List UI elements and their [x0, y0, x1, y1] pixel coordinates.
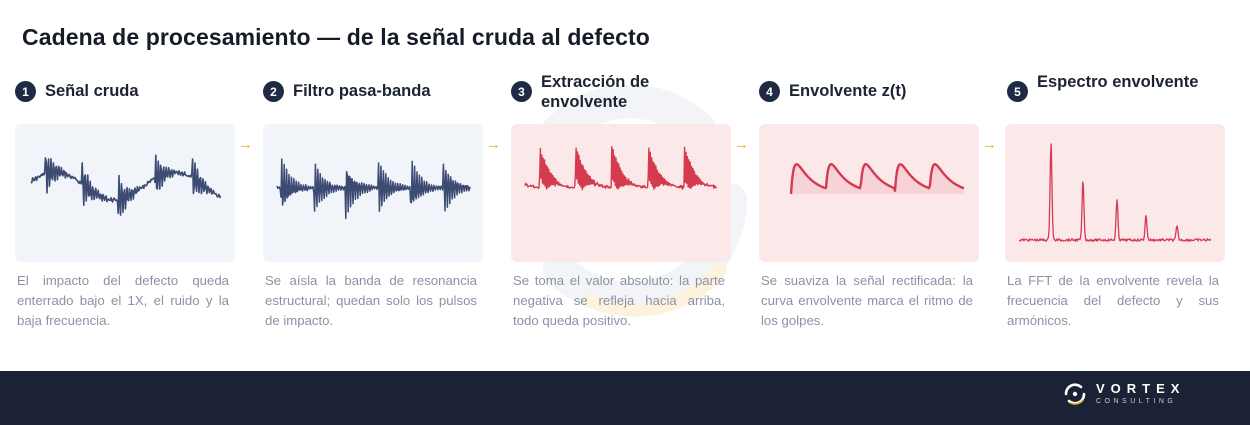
step-description: El impacto del defecto queda enterrado b…: [17, 273, 229, 328]
envelope-spectrum-panel: [1005, 124, 1225, 262]
bandpass-waveform: [276, 158, 471, 220]
step-number-badge: 2: [263, 81, 284, 102]
step-description: La FFT de la envolvente revela la frecue…: [1007, 273, 1219, 328]
flow-arrow: →: [486, 136, 501, 153]
step-2: 2 Filtro pasa-banda: [263, 72, 483, 122]
rectified-panel: [511, 124, 731, 262]
step-description: Se toma el valor absoluto: la parte nega…: [513, 273, 725, 328]
step-number-badge: 1: [15, 81, 36, 102]
raw-signal-panel: [15, 124, 235, 262]
envelope-curve: [789, 163, 965, 195]
step-1: 1 Señal cruda: [15, 72, 235, 122]
step-5: 5 Espectro envolvente: [1007, 72, 1227, 122]
footer-bar: VORTEX CONSULTING: [0, 371, 1250, 425]
step-title: Filtro pasa-banda: [293, 82, 431, 100]
brand-logo: VORTEX CONSULTING: [1062, 381, 1185, 407]
envelope-panel: [759, 124, 979, 262]
bandpass-panel: [263, 124, 483, 262]
brand-tagline: CONSULTING: [1096, 398, 1177, 405]
flow-arrow: →: [734, 136, 749, 153]
step-number-badge: 4: [759, 81, 780, 102]
step-description: Se aísla la banda de resonancia estructu…: [265, 273, 477, 328]
step-3: 3 Extracción de envolvente: [511, 72, 731, 122]
flow-arrow: →: [982, 136, 997, 153]
vortex-logo-icon: [1064, 383, 1086, 405]
step-title: Envolvente z(t): [789, 82, 907, 100]
step-title: Señal cruda: [45, 82, 139, 100]
rectified-waveform: [524, 146, 718, 191]
step-title: Extracción de envolvente: [541, 73, 650, 111]
raw-signal-waveform: [30, 154, 222, 216]
flow-arrow: →: [238, 136, 253, 153]
step-description: Se suaviza la señal rectificada: la curv…: [761, 273, 973, 328]
step-4: 4 Envolvente z(t): [759, 72, 979, 122]
step-number-badge: 5: [1007, 81, 1028, 102]
step-title: Espectro envolvente: [1037, 73, 1199, 91]
page-title: Cadena de procesamiento — de la señal cr…: [22, 24, 650, 50]
step-number-badge: 3: [511, 81, 532, 102]
envelope-spectrum: [1018, 143, 1212, 242]
brand-name: VORTEX: [1096, 381, 1186, 396]
